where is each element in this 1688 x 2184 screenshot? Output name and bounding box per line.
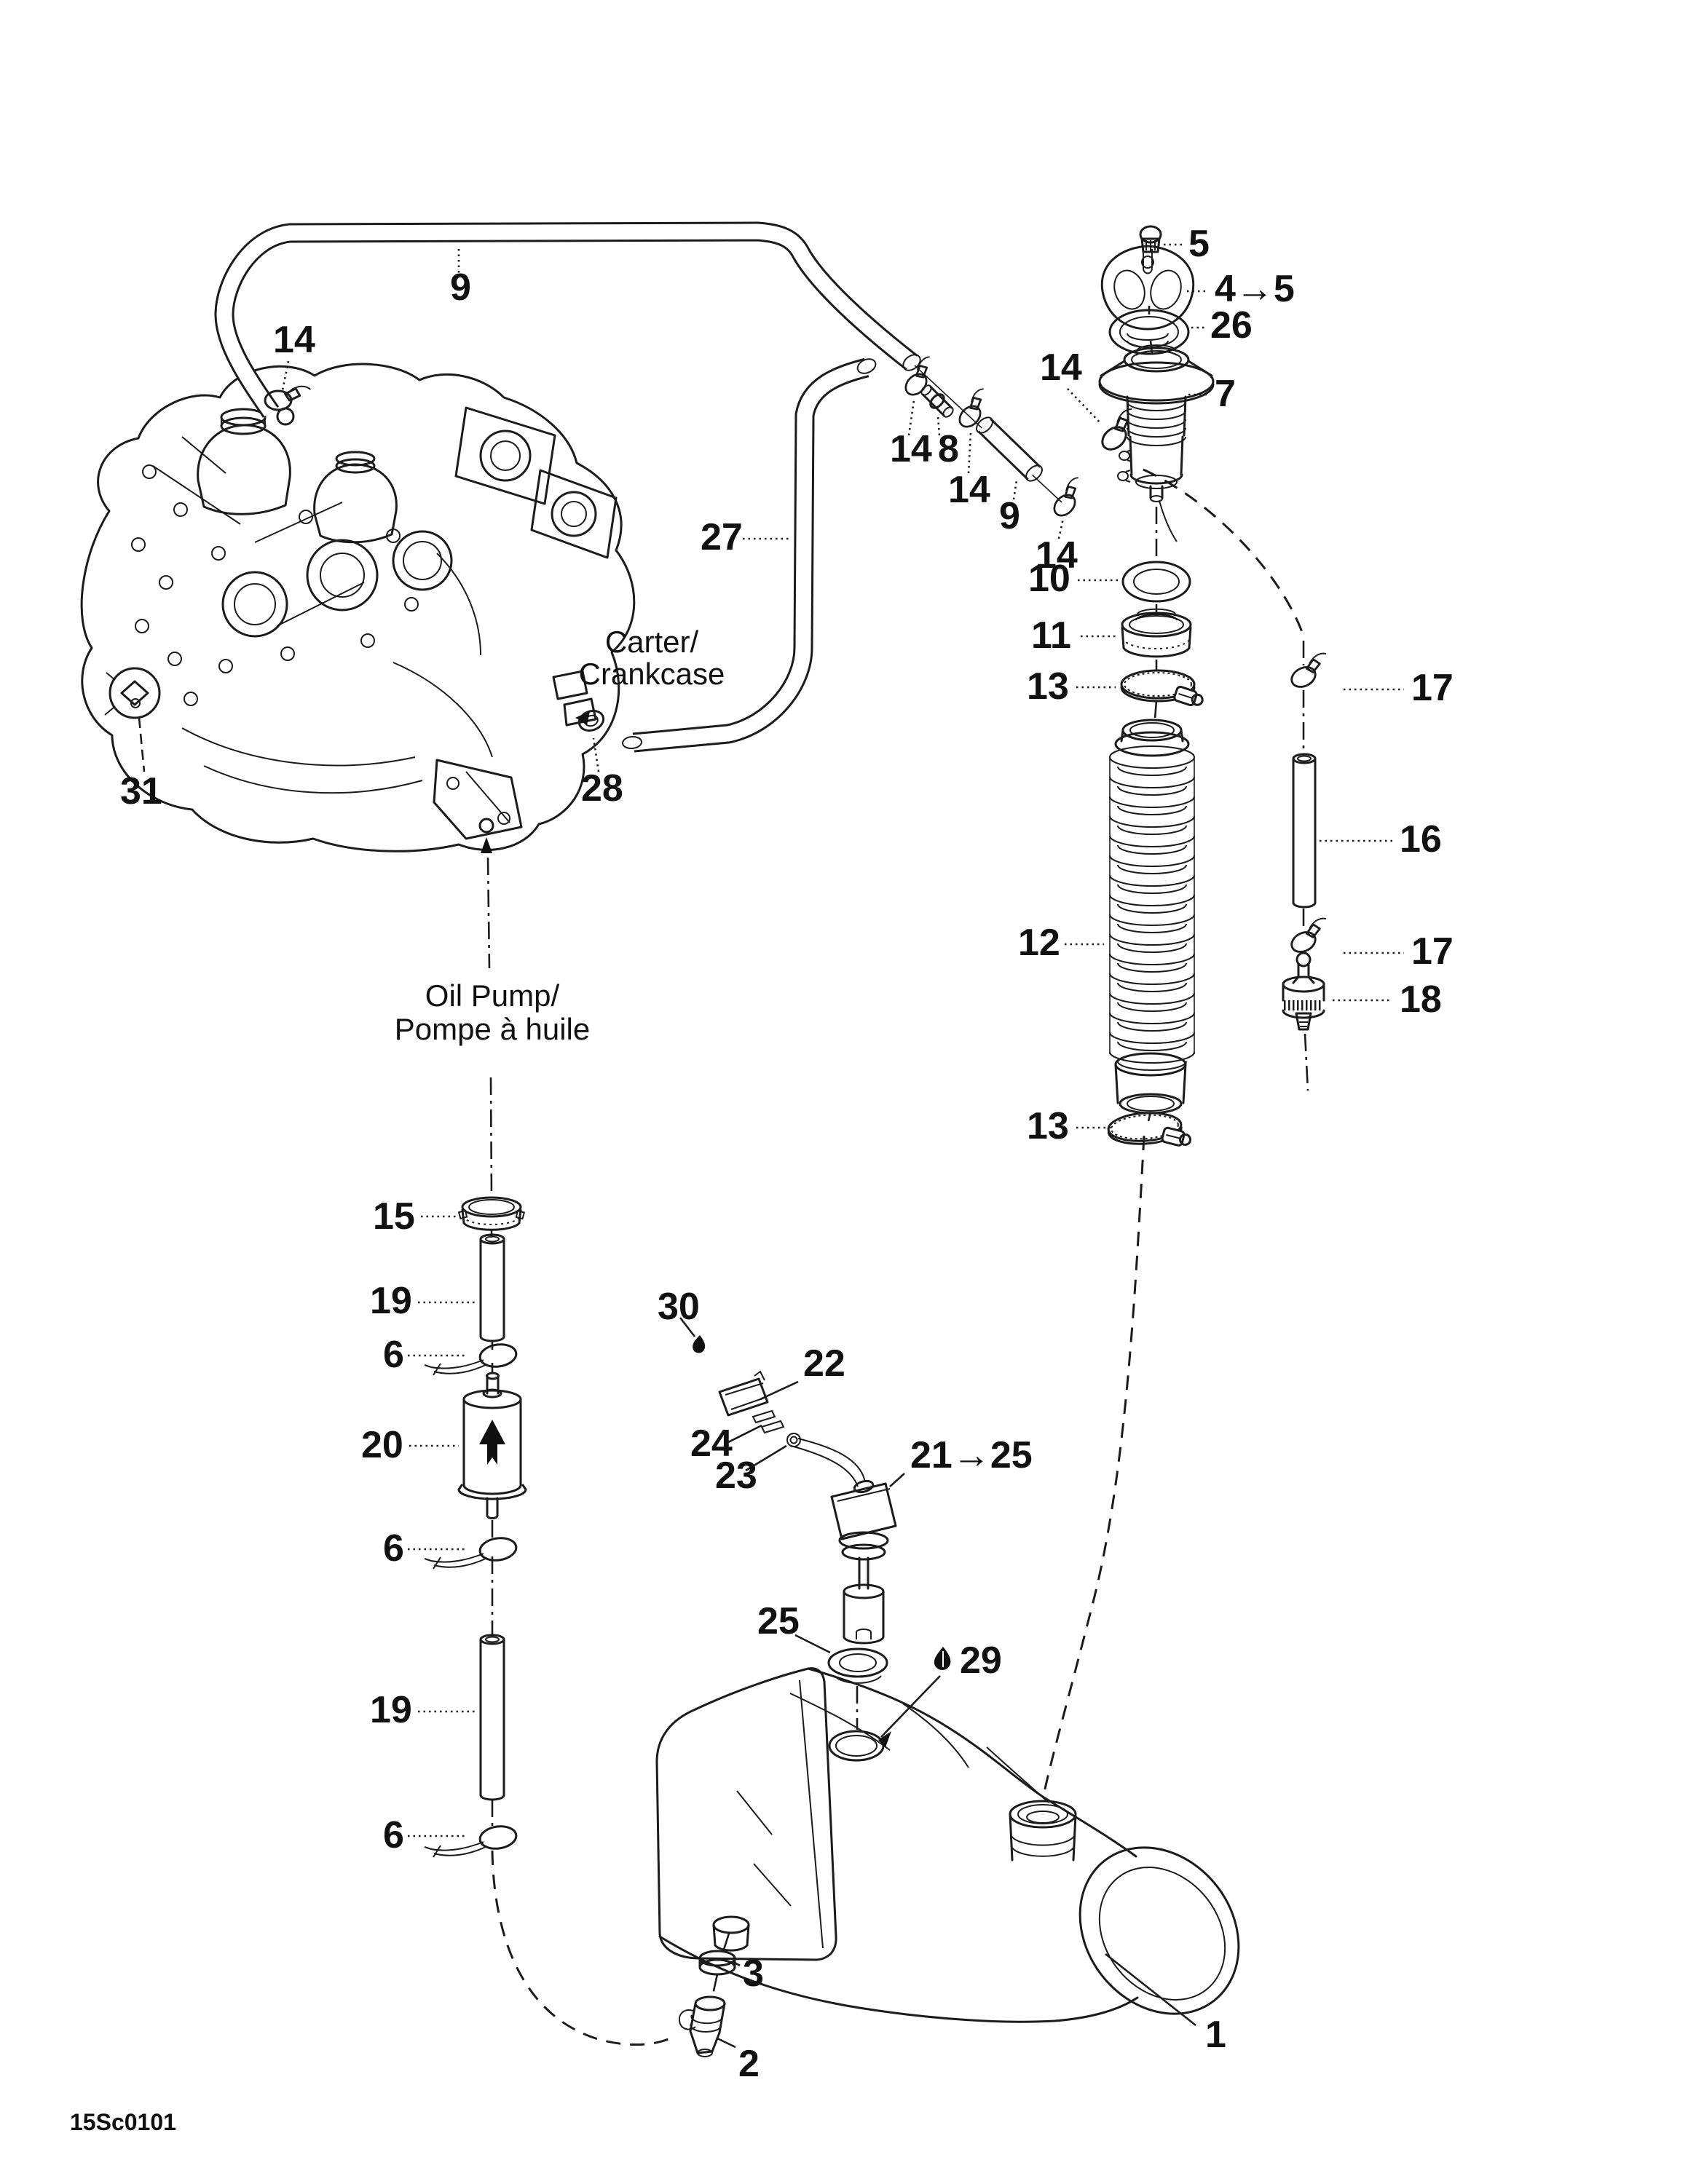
oil-level-sensor-21-25 <box>790 1438 897 1645</box>
vent-hose-9 <box>214 221 921 418</box>
callout-6-a: 6 <box>383 1334 404 1376</box>
tank-bottom-nipple <box>712 1915 750 1952</box>
washer-23 <box>786 1433 801 1447</box>
ear-clamp-14-c <box>1042 475 1094 523</box>
callout-13-top: 13 <box>1027 665 1069 708</box>
crankcase-label-line2: Crankcase <box>579 657 725 691</box>
terminals-24 <box>752 1409 785 1434</box>
callout-14-e: 14 <box>1036 534 1078 577</box>
text-annotations: Carter/ Crankcase Oil Pump/ Pompe à huil… <box>70 625 725 2135</box>
callout-14-a: 14 <box>273 319 315 361</box>
callout-25: 25 <box>757 1600 800 1642</box>
ring-nut-11 <box>1121 608 1192 658</box>
engine-bolts <box>131 464 419 706</box>
oil-filter-20 <box>457 1372 527 1519</box>
callout-4-5: 4→5 <box>1215 268 1295 310</box>
callout-14-b: 14 <box>1040 347 1082 389</box>
vent-tube-16 <box>1292 753 1317 909</box>
callout-9-b: 9 <box>999 495 1020 537</box>
centerlines <box>486 306 1309 1998</box>
tank-filler-hole <box>828 1730 885 1762</box>
callout-30: 30 <box>658 1286 700 1328</box>
leader-lines <box>138 243 1404 2049</box>
ear-clamp-17-bottom <box>1284 917 1334 958</box>
connector-22 <box>718 1370 769 1417</box>
callout-9: 9 <box>450 266 471 309</box>
callout-26: 26 <box>1210 304 1253 347</box>
crankcase-label-line1: Carter/ <box>605 625 699 659</box>
callout-6-b: 6 <box>383 1527 404 1570</box>
callout-14-d: 14 <box>948 469 990 511</box>
worm-clamp-13-top <box>1120 669 1206 710</box>
arrow-into-tank-hole <box>878 1731 891 1747</box>
filler-cap-4 <box>1100 245 1195 348</box>
routing-curves <box>491 468 1304 2046</box>
drain-fitting-2 <box>679 1995 726 2057</box>
filler-neck-7 <box>1098 344 1215 542</box>
callout-14-c: 14 <box>890 428 932 470</box>
callout-8: 8 <box>938 428 959 470</box>
callout-27: 27 <box>701 516 743 558</box>
callout-1: 1 <box>1205 2014 1226 2056</box>
check-valve-18 <box>1282 951 1325 1031</box>
tank-rear-neck <box>1009 1800 1077 1861</box>
arrow-to-oil-pump <box>481 837 492 853</box>
callout-22: 22 <box>803 1342 845 1385</box>
oil-hose-19-lower <box>479 1634 505 1801</box>
tank-grommet-25 <box>827 1647 888 1684</box>
callout-17-top: 17 <box>1411 667 1454 709</box>
callout-28: 28 <box>581 767 623 810</box>
oil-pump-label-line1: Oil Pump/ <box>425 978 560 1013</box>
oil-hose-19-upper <box>479 1233 505 1342</box>
engine-crankcase <box>80 363 636 852</box>
callout-19-lower: 19 <box>370 1689 412 1731</box>
callout-7: 7 <box>1215 373 1236 415</box>
gasket-ring-10 <box>1121 561 1191 603</box>
callout-11: 11 <box>1031 614 1071 657</box>
oil-pump-label-line2: Pompe à huile <box>395 1012 591 1046</box>
fitting-8 <box>920 384 954 418</box>
callout-24: 24 <box>690 1423 733 1465</box>
callout-labels: 1 2 3 5 4→5 26 7 9 14 14 14 8 14 9 14 27… <box>120 223 1454 2085</box>
callout-10: 10 <box>1028 558 1070 600</box>
vent-hose-9-segment <box>976 416 1043 482</box>
supply-hose-27 <box>622 357 877 753</box>
callout-23: 23 <box>715 1455 757 1497</box>
callout-2: 2 <box>738 2043 760 2085</box>
callout-16: 16 <box>1400 818 1442 860</box>
callout-31: 31 <box>120 770 162 812</box>
spring-clamp-6-b <box>423 1535 519 1570</box>
clamp-ring-15 <box>457 1196 526 1231</box>
crankcase-symbol-31 <box>104 667 161 719</box>
callout-13-bottom: 13 <box>1027 1105 1069 1147</box>
callout-20: 20 <box>361 1424 403 1466</box>
callout-17-bottom: 17 <box>1411 930 1454 973</box>
oil-tank-1 <box>655 1667 1240 2023</box>
drain-grommet-3 <box>698 1950 736 1976</box>
spring-clamp-6-c <box>423 1823 519 1859</box>
ear-clamp-17-top <box>1284 652 1334 693</box>
bellows-hose-12 <box>1109 719 1195 1115</box>
callout-29: 29 <box>960 1639 1002 1682</box>
callout-18: 18 <box>1400 978 1442 1021</box>
callout-5: 5 <box>1188 223 1210 265</box>
oil-drop-icon-30 <box>693 1335 706 1353</box>
callout-21-25: 21→25 <box>910 1434 1033 1476</box>
callout-6-c: 6 <box>383 1814 404 1856</box>
callout-12: 12 <box>1018 922 1060 964</box>
callout-3: 3 <box>743 1952 764 1995</box>
drawing-code: 15Sc0101 <box>70 2109 176 2135</box>
callout-15: 15 <box>373 1195 415 1238</box>
callout-19-upper: 19 <box>370 1280 412 1322</box>
ear-clamp-14-neck <box>1090 406 1147 457</box>
arrow-into-crankcase <box>575 711 590 725</box>
spring-clamp-6-a <box>423 1341 519 1377</box>
